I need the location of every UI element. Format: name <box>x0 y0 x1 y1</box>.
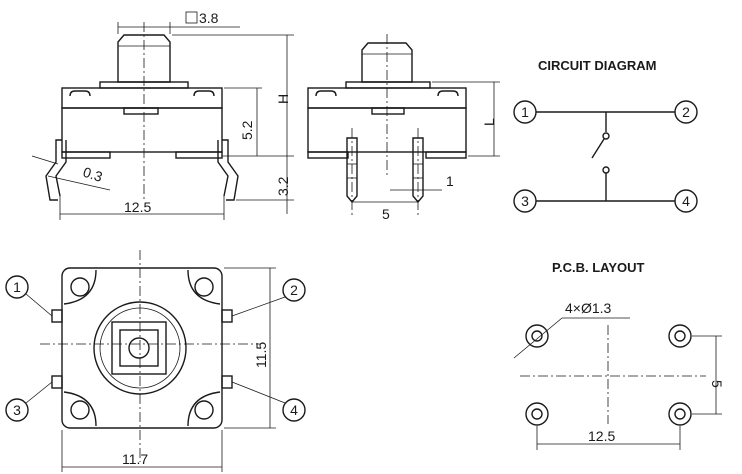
dim-square-plunger: 3.8 <box>199 10 219 26</box>
dim-lead-length: 3.2 <box>275 176 291 196</box>
pcb-hole-4 <box>668 402 692 426</box>
dim-lead-thickness: 0.3 <box>81 164 105 185</box>
top-plunger-ring <box>93 301 187 395</box>
top-pin-4-label: 4 <box>290 402 298 418</box>
dim-hole-spec: 4×Ø1.3 <box>565 300 612 316</box>
top-pin-2-label: 2 <box>290 282 298 298</box>
top-pin-1-label: 1 <box>13 279 21 295</box>
switch-contact <box>591 138 605 159</box>
top-body <box>61 267 223 429</box>
dim-pin-width: 1 <box>446 173 454 189</box>
side-view: L 1 5 <box>307 34 500 222</box>
top-view: 1 2 3 4 11.5 11.7 <box>5 250 306 472</box>
dim-pcb-pitch-v: 5 <box>709 380 725 388</box>
side-pin-left <box>346 137 358 204</box>
pcb-layout: P.C.B. LAYOUT 4×Ø1.3 5 12.5 <box>513 260 725 450</box>
dim-height-H: H <box>275 94 291 104</box>
front-right-lead <box>222 139 239 201</box>
dim-width-front: 12.5 <box>124 199 151 215</box>
circuit-pin-3-label: 3 <box>521 193 529 209</box>
dim-top-height: 11.5 <box>253 342 269 368</box>
pcb-hole-1 <box>525 324 549 348</box>
pcb-hole-2 <box>668 324 692 348</box>
front-base <box>61 107 223 153</box>
side-pin-right <box>412 137 424 204</box>
dim-top-width: 11.7 <box>122 451 148 467</box>
circuit-pin-1-label: 1 <box>521 104 529 120</box>
dim-pin-pitch: 5 <box>382 206 390 222</box>
top-plunger-square <box>111 321 167 375</box>
heading-circuit: CIRCUIT DIAGRAM <box>538 58 656 73</box>
circuit-diagram: CIRCUIT DIAGRAM 1 2 3 4 <box>513 58 698 213</box>
circuit-pin-4-label: 4 <box>682 193 690 209</box>
dim-pcb-pitch-h: 12.5 <box>588 428 615 444</box>
circuit-pin-2-label: 2 <box>682 104 690 120</box>
dim-length-L: L <box>481 118 497 126</box>
dim-body-height: 5.2 <box>239 120 255 140</box>
pcb-hole-3 <box>525 402 549 426</box>
heading-pcb: P.C.B. LAYOUT <box>552 260 645 275</box>
front-left-lead <box>45 139 62 201</box>
front-view: 3.8 H 5.2 3.2 0.3 12.5 <box>31 10 294 220</box>
top-pin-3-label: 3 <box>13 402 21 418</box>
